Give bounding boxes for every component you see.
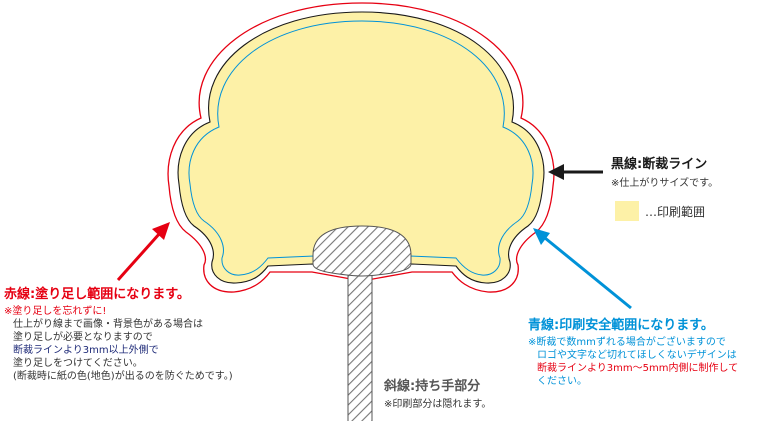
- handle: [312, 225, 412, 421]
- safe-note: 断裁ラインより3mm〜5mm内側に制作して: [537, 363, 739, 374]
- safe-note: ください。: [537, 376, 587, 387]
- bleed-note: 塗り足しをつけてください。: [13, 358, 143, 369]
- print-area-label: …印刷範囲: [645, 205, 706, 219]
- safe-line-arrow: [533, 228, 632, 310]
- handle-note: ※印刷部分は隠れます。: [384, 399, 492, 410]
- bleed-note: ※塗り足しを忘れずに!: [4, 306, 107, 317]
- safe-note: ロゴや文字など切れてほしくないデザインは: [537, 350, 737, 361]
- safe-title: 青線:印刷安全範囲になります。: [528, 318, 714, 333]
- print-area-swatch: [615, 201, 639, 221]
- bleed-note: 仕上がり線まで画像・背景色がある場合は: [13, 319, 203, 330]
- bleed-note: (断裁時に紙の色(地色)が出るのを防ぐためです。): [13, 371, 233, 382]
- cut-line-title: 黒線:断裁ライン: [611, 157, 708, 172]
- bleed-title: 赤線:塗り足し範囲になります。: [4, 287, 190, 302]
- handle-title: 斜線:持ち手部分: [384, 379, 481, 394]
- safe-note: ※断裁で数mmずれる場合がございますので: [528, 337, 726, 348]
- bleed-line-arrow: [116, 222, 170, 281]
- bleed-note: 断裁ラインより3mm以上外側で: [13, 345, 159, 356]
- cut-line-note: ※仕上がりサイズです。: [611, 178, 719, 189]
- bleed-note: 塗り足しが必要となりますので: [13, 332, 153, 343]
- cut-line-arrow: [548, 164, 603, 180]
